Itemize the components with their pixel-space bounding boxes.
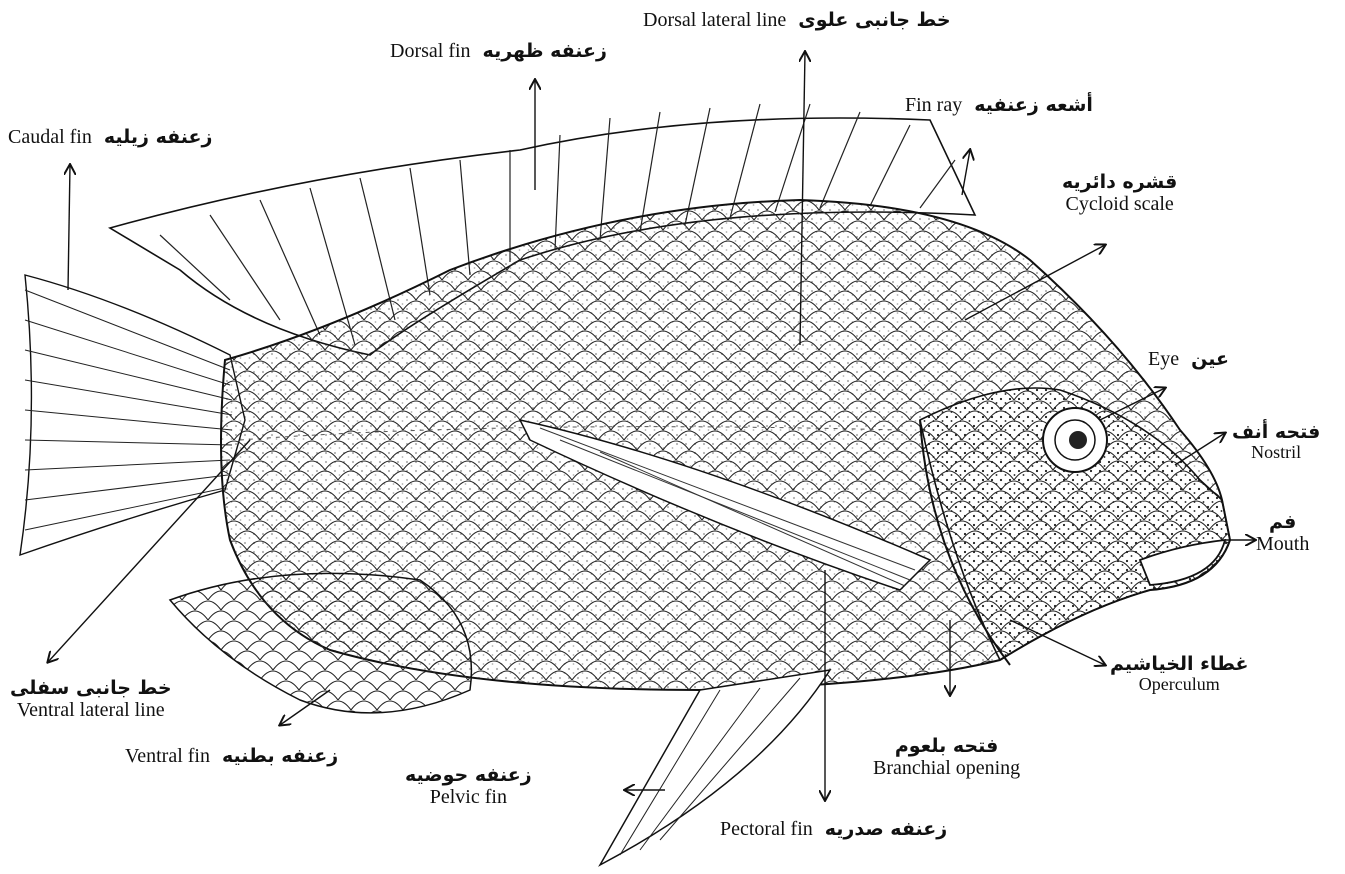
label-ar: فم [1269,512,1296,533]
label-cycloid-scale: قشره دائريه Cycloid scale [1062,172,1177,215]
label-eye: Eye عين [1148,348,1229,370]
arrow-caudal-fin [68,165,70,290]
label-en: Caudal fin [8,126,92,148]
label-en: Eye [1148,348,1179,370]
label-branchial-opening: فتحه بلعوم Branchial opening [873,736,1020,779]
arrow-fin-ray [962,150,970,195]
label-ar: قشره دائريه [1062,172,1177,193]
label-ar: عين [1191,349,1229,370]
label-en: Pelvic fin [430,786,507,808]
label-caudal-fin: Caudal fin زعنفه زيليه [8,126,212,148]
label-en: Cycloid scale [1066,193,1174,215]
label-ventral-fin: Ventral fin زعنفه بطنيه [125,745,338,767]
label-ar: غطاء الخياشيم [1110,654,1249,675]
label-pectoral-fin: Pectoral fin زعنفه صدريه [720,818,947,840]
label-ar: أشعه زعنفيه [974,95,1093,116]
label-ar: خط جانبى سفلى [10,678,172,699]
caudal-fin [20,275,245,555]
label-dorsal-fin: Dorsal fin زعنفه ظهريه [390,40,607,62]
label-ar: زعنفه حوضيه [405,765,532,786]
label-en: Branchial opening [873,757,1020,779]
label-en: Mouth [1256,533,1309,555]
label-en: Nostril [1251,443,1301,463]
label-en: Pectoral fin [720,818,813,840]
label-ar: زعنفه بطنيه [222,746,338,767]
label-en: Ventral lateral line [17,699,165,721]
label-ar: فتحه بلعوم [895,736,998,757]
label-pelvic-fin: زعنفه حوضيه Pelvic fin [405,765,532,808]
label-en: Operculum [1139,675,1220,695]
label-nostril: فتحه أنف Nostril [1232,422,1320,463]
label-dorsal-lateral-line: Dorsal lateral line خط جانبى علوى [643,9,951,31]
label-ventral-lateral-line: خط جانبى سفلى Ventral lateral line [10,678,172,721]
label-ar: خط جانبى علوى [798,10,950,31]
label-ar: فتحه أنف [1232,422,1320,443]
label-ar: زعنفه صدريه [825,819,947,840]
label-ar: زعنفه ظهريه [483,41,607,62]
label-en: Fin ray [905,94,962,116]
label-en: Ventral fin [125,745,210,767]
label-fin-ray: Fin ray أشعه زعنفيه [905,94,1093,116]
label-operculum: غطاء الخياشيم Operculum [1110,654,1249,695]
label-ar: زعنفه زيليه [104,127,213,148]
label-en: Dorsal lateral line [643,9,786,31]
label-mouth: فم Mouth [1256,512,1309,555]
label-en: Dorsal fin [390,40,471,62]
ventral-fin-drawing [170,573,471,713]
